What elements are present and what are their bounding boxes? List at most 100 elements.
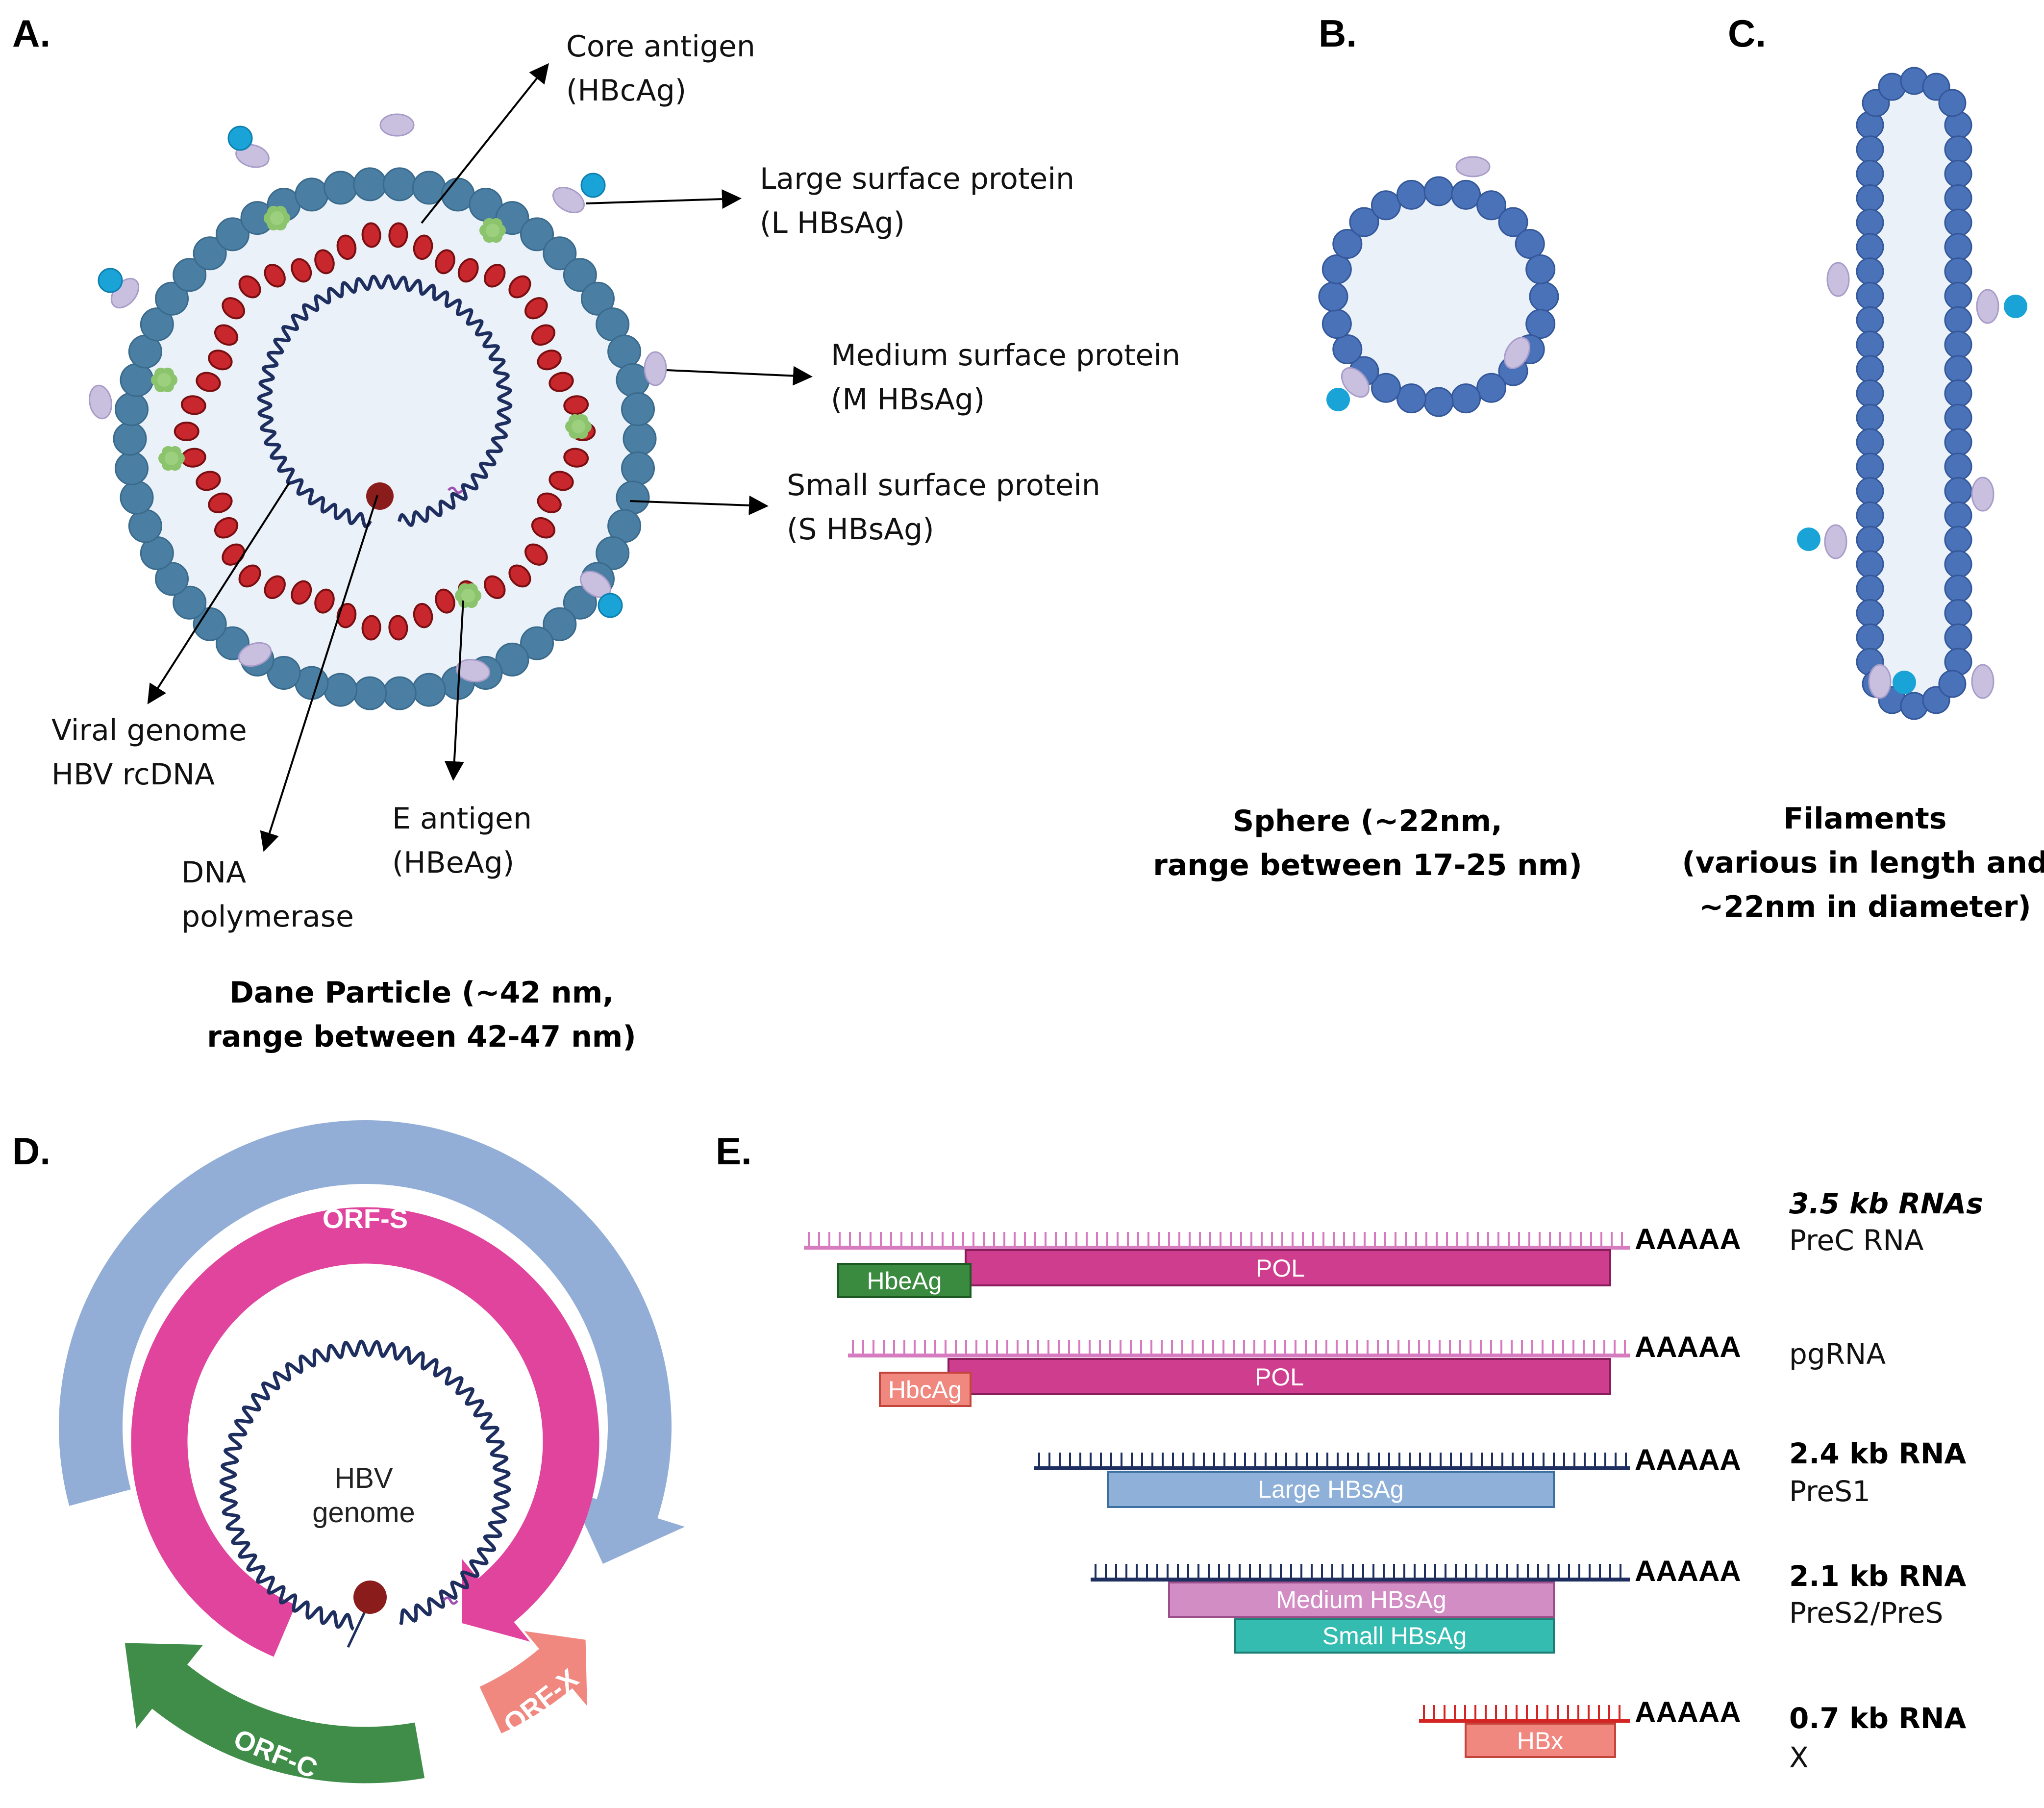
genome-dna-helix: [219, 1339, 511, 1631]
poly-a-tail: AAAAA: [1635, 1443, 1741, 1476]
surface-protein: [644, 351, 667, 386]
filament-protein: [1824, 524, 1847, 559]
pol-label: POL: [1255, 1363, 1304, 1391]
rna-row-pres2: Medium HBsAg Small HBsAg AAAAA 2.1 kb RN…: [1091, 1555, 1966, 1654]
capsid-bead: [361, 222, 381, 248]
capsid-bead: [508, 564, 531, 588]
filament-antigen-dot: [1893, 671, 1916, 694]
rna-name-x: X: [1789, 1741, 1809, 1774]
envelope-bead: [353, 676, 387, 710]
orf-s-arrow: [59, 1120, 685, 1564]
envelope-bead: [580, 281, 615, 316]
capsid-bead: [563, 395, 589, 415]
filament-bead: [1944, 160, 1972, 188]
capsid-bead: [531, 517, 555, 539]
sphere-bead: [1321, 254, 1352, 284]
label-medium-protein-abbr: (M HBsAg): [831, 382, 985, 417]
e-antigen-core: [165, 452, 178, 465]
envelope-bead: [520, 217, 554, 251]
filament-bead: [1856, 257, 1884, 286]
panel-label-b: B.: [1319, 12, 1357, 55]
filament-bead: [1944, 452, 1972, 481]
arrow-e-antigen: [444, 600, 464, 781]
rna-name-pgrna: pgRNA: [1789, 1337, 1886, 1371]
capsid-bead: [291, 258, 312, 283]
filament-bead: [1856, 550, 1884, 578]
filament-protein: [1976, 289, 1999, 324]
medium-hbsag-label: Medium HBsAg: [1276, 1586, 1446, 1613]
rna-name-prec: PreC RNA: [1789, 1224, 1924, 1257]
label-small-protein: Small surface protein: [787, 468, 1100, 502]
sphere-bead: [1349, 207, 1379, 237]
capsid-bead: [214, 324, 239, 346]
filament-bead: [1944, 379, 1972, 407]
capsid-bead: [548, 471, 574, 491]
rna-row-x: HBx AAAAA 0.7 kb RNA X: [1419, 1696, 1966, 1774]
genome-label-2: genome: [312, 1497, 415, 1529]
filament-bead: [1856, 526, 1884, 554]
poly-a-tail: AAAAA: [1635, 1223, 1741, 1256]
label-core-antigen-abbr: (HBcAg): [566, 74, 686, 108]
dane-caption-1: Dane Particle (~42 nm,: [229, 976, 614, 1010]
sphere-caption-2: range between 17-25 nm): [1153, 848, 1582, 882]
filament-bead: [1944, 477, 1972, 505]
filament-bead: [1856, 160, 1884, 188]
sphere-bead: [1529, 281, 1559, 312]
sphere-bead: [1371, 373, 1401, 403]
capsid-bead: [361, 615, 381, 641]
dna-polymerase-dot: [366, 482, 394, 510]
envelope-bead: [596, 536, 630, 570]
filament-bead: [1944, 623, 1972, 652]
capsid-bead: [388, 615, 408, 641]
filament-bead: [1856, 330, 1884, 359]
capsid-bead: [537, 492, 562, 513]
viral-genome-dna: [257, 274, 513, 528]
surface-antigen-dot: [580, 173, 606, 198]
envelope-bead: [120, 363, 154, 397]
label-dna-polymerase-2: polymerase: [181, 900, 354, 934]
genome-primer: [442, 1596, 459, 1605]
surface-protein: [89, 384, 112, 420]
envelope-bead: [616, 480, 650, 515]
filament-caption-2: (various in length and: [1682, 846, 2044, 880]
sphere-protein: [1503, 337, 1531, 369]
sphere-bead: [1525, 309, 1556, 339]
capsid-bead: [214, 517, 239, 539]
capsid-bead: [314, 249, 335, 275]
dane-particle: [89, 113, 667, 710]
envelope-bead: [295, 177, 329, 212]
capsid-bead: [435, 249, 455, 275]
capsid-bead: [388, 222, 408, 248]
label-small-protein-abbr: (S HBsAg): [787, 512, 934, 547]
filament-bead: [1944, 501, 1972, 529]
e-antigen-blobs: [151, 205, 592, 608]
filament-bead: [1938, 670, 1967, 698]
envelope-bead: [324, 171, 358, 205]
large-hbsag-bar: [1107, 1471, 1555, 1508]
capsid-bead: [531, 324, 555, 346]
filament-bead: [1856, 501, 1884, 529]
pol-bar: [965, 1249, 1611, 1286]
label-viral-genome-sub: HBV rcDNA: [51, 757, 215, 792]
label-e-antigen-abbr: (HBeAg): [392, 846, 514, 880]
rna-row-pres1: Large HBsAg AAAAA 2.4 kb RNA PreS1: [1034, 1437, 1966, 1508]
surface-protein: [235, 144, 270, 168]
filament-bead: [1944, 306, 1972, 334]
filament-bead: [1944, 599, 1972, 627]
capsid-bead: [484, 575, 506, 599]
sphere-particle: Sphere (~22nm, range between 17-25 nm): [1153, 156, 1582, 882]
filament-bead: [1856, 428, 1884, 456]
panel-label-e: E.: [716, 1130, 752, 1173]
filament-bead: [1944, 428, 1972, 456]
poly-a-tail: AAAAA: [1635, 1331, 1741, 1363]
rna-size-0-7: 0.7 kb RNA: [1789, 1702, 1966, 1735]
medium-hbsag-bar: [1168, 1582, 1555, 1618]
filament-bead: [1944, 355, 1972, 383]
sphere-bead: [1525, 254, 1556, 284]
capsid-bead: [413, 603, 433, 628]
label-viral-genome: Viral genome: [51, 713, 247, 748]
filament-caption-1: Filaments: [1784, 802, 1947, 836]
filament-bead: [1856, 575, 1884, 603]
arrow-dna-polymerase: [260, 495, 378, 852]
surface-antigen-dot: [227, 126, 253, 151]
